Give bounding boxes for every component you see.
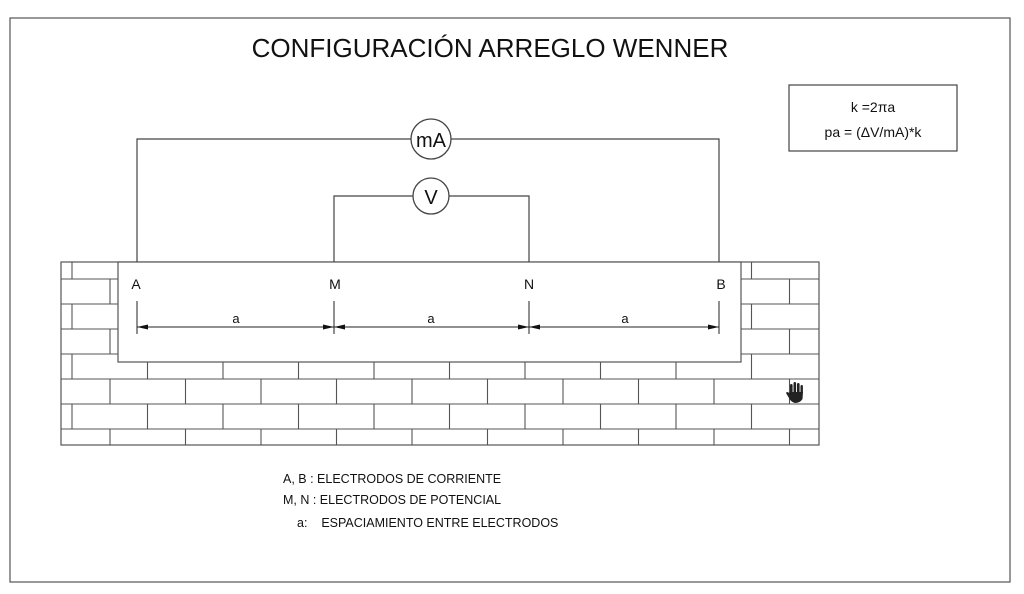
- diagram-title: CONFIGURACIÓN ARREGLO WENNER: [252, 33, 729, 63]
- dimension-lines: [136, 301, 720, 334]
- formula-box: [788, 84, 958, 152]
- dimension-arrows: [137, 324, 719, 330]
- electrode-b: B: [716, 276, 725, 292]
- formula-pa: pa = (ΔV/mA)*k: [825, 124, 923, 140]
- spacing-label-2: a: [427, 311, 435, 326]
- legend-potential-electrodes: M, N : ELECTRODOS DE POTENCIAL: [283, 493, 501, 507]
- soil-surface-area: [117, 261, 742, 363]
- voltmeter-icon: [412, 177, 450, 215]
- electrode-a: A: [131, 276, 141, 292]
- voltmeter-label: V: [424, 187, 438, 209]
- spacing-label-3: a: [621, 311, 629, 326]
- ammeter-icon: [410, 118, 452, 160]
- electrode-m: M: [329, 276, 341, 292]
- ammeter-label: mA: [416, 130, 447, 152]
- legend-current-electrodes: A, B : ELECTRODOS DE CORRIENTE: [283, 472, 501, 486]
- hand-cursor-icon: [786, 382, 803, 403]
- legend-spacing: a: ESPACIAMIENTO ENTRE ELECTRODOS: [297, 516, 558, 530]
- drawing-frame: [9, 17, 1011, 583]
- spacing-label-1: a: [232, 311, 240, 326]
- electrode-n: N: [524, 276, 534, 292]
- formula-k: k =2πa: [851, 99, 896, 115]
- circuit-wires: [136, 138, 720, 262]
